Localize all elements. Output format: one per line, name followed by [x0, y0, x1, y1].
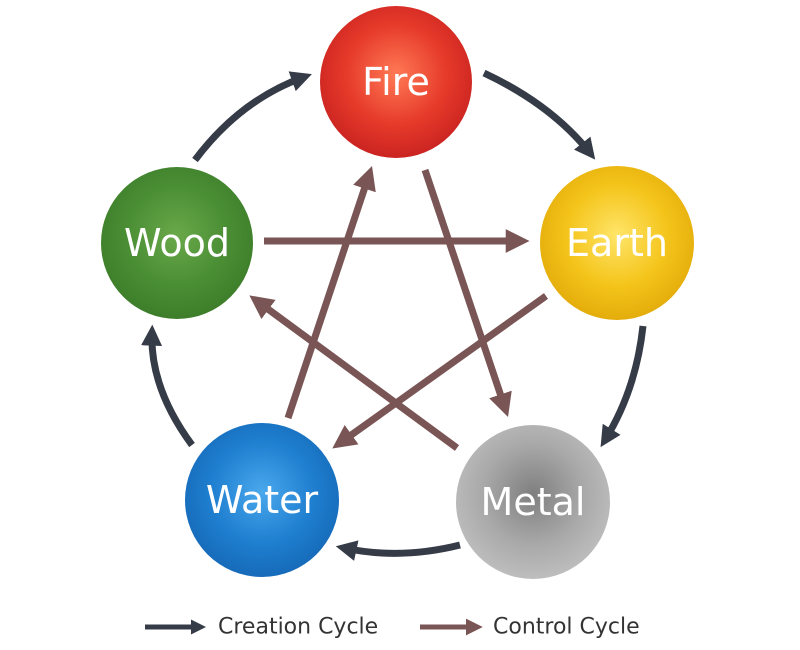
- node-metal-label: Metal: [481, 480, 586, 524]
- node-earth: Earth: [540, 166, 694, 320]
- creation-arrow-fire-to-earth: [482, 69, 596, 160]
- creation-arrow-water-to-wood: [141, 324, 195, 448]
- control-arrow-earth-to-water: [332, 293, 549, 449]
- node-fire: Fire: [320, 6, 472, 158]
- creation-arrow-earth-to-metal: [600, 325, 647, 448]
- legend-control-label: Control Cycle: [493, 615, 640, 640]
- node-water: Water: [185, 423, 339, 577]
- node-fire-label: Fire: [362, 60, 430, 104]
- control-arrow-fire-to-metal: [421, 168, 512, 418]
- node-metal: Metal: [456, 425, 610, 579]
- control-arrow-metal-to-wood: [249, 295, 460, 451]
- legend-creation-label: Creation Cycle: [218, 615, 378, 640]
- legend: Creation Cycle Control Cycle: [145, 615, 640, 640]
- creation-cycle-arrows: [141, 69, 647, 561]
- control-cycle-arrows: [249, 165, 549, 451]
- node-wood: Wood: [101, 167, 253, 319]
- node-earth-label: Earth: [566, 221, 668, 265]
- node-water-label: Water: [206, 478, 319, 522]
- creation-arrow-wood-to-fire: [192, 71, 312, 163]
- node-wood-label: Wood: [124, 221, 230, 265]
- control-arrow-water-to-fire: [284, 165, 376, 420]
- creation-arrow-metal-to-water: [335, 540, 461, 561]
